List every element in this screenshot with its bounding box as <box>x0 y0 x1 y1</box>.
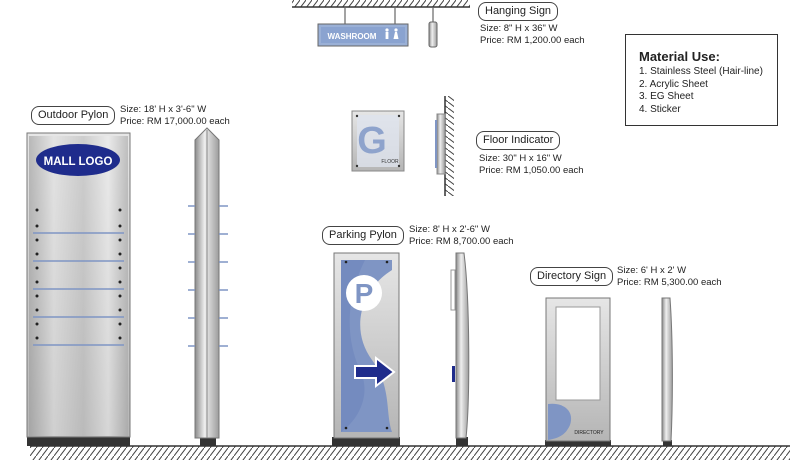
hanging-sign-info: Size: 8" H x 36" W Price: RM 1,200.00 ea… <box>480 23 585 47</box>
material-item: 4. Sticker <box>639 103 681 115</box>
floor-label: FLOOR <box>381 159 399 165</box>
floor-indicator-info: Size: 30" H x 16" W Price: RM 1,050.00 e… <box>479 153 584 177</box>
floor-letter: G <box>357 120 387 162</box>
hanging-sign: WASHROOM <box>317 7 409 47</box>
floor-indicator-front: G FLOOR <box>351 110 405 172</box>
hanging-sign-size: Size: 8" H x 36" W <box>480 23 558 34</box>
mall-logo-text: MALL LOGO <box>44 156 113 168</box>
parking-pylon-front: P <box>332 252 400 446</box>
tenant-panels <box>33 232 124 346</box>
parking-pylon-price: Price: RM 8,700.00 each <box>409 236 514 247</box>
outdoor-pylon-front: MALL LOGO <box>26 132 131 446</box>
floor-indicator-size: Size: 30" H x 16" W <box>479 153 562 164</box>
material-use-title: Material Use: <box>639 49 720 64</box>
directory-sign-front: DIRECTORY <box>545 297 611 446</box>
ground-hatch <box>30 445 790 460</box>
directory-sign-label: Directory Sign <box>530 267 614 286</box>
arrow-right-icon <box>354 355 396 389</box>
material-item: 1. Stainless Steel (Hair-line) <box>639 66 763 77</box>
ceiling-hatch <box>292 0 470 8</box>
wall-hatch <box>444 96 454 196</box>
directory-label: DIRECTORY <box>574 430 604 436</box>
directory-sign-price: Price: RM 5,300.00 each <box>617 277 722 288</box>
floor-indicator-label: Floor Indicator <box>476 131 561 150</box>
outdoor-pylon-label: Outdoor Pylon <box>31 106 116 125</box>
outdoor-pylon-size: Size: 18' H x 3'-6" W <box>120 104 207 115</box>
parking-pylon-size: Size: 8' H x 2'-6" W <box>409 224 490 235</box>
material-use-box: Material Use: 1. Stainless Steel (Hair-l… <box>625 34 778 126</box>
screw-dots <box>35 208 122 340</box>
hanging-sign-side <box>428 7 438 48</box>
parking-pylon-side <box>450 252 470 446</box>
side-panel-edges <box>188 205 228 347</box>
outdoor-pylon-side <box>188 127 228 446</box>
washroom-text: WASHROOM <box>328 32 377 41</box>
hanging-sign-label: Hanging Sign <box>478 2 559 21</box>
floor-indicator-side <box>435 113 446 175</box>
outdoor-pylon-info: Size: 18' H x 3'-6" W Price: RM 17,000.0… <box>120 104 230 128</box>
directory-sign-info: Size: 6' H x 2' W Price: RM 5,300.00 eac… <box>617 265 722 289</box>
directory-sign-side <box>661 297 673 446</box>
parking-pylon-label: Parking Pylon <box>322 226 404 245</box>
material-item: 3. EG Sheet <box>639 91 694 102</box>
parking-p-letter: P <box>355 278 374 309</box>
directory-sign-size: Size: 6' H x 2' W <box>617 265 687 276</box>
restroom-people-icon <box>385 28 399 39</box>
parking-pylon-info: Size: 8' H x 2'-6" W Price: RM 8,700.00 … <box>409 224 514 248</box>
material-item: 2. Acrylic Sheet <box>639 78 708 90</box>
floor-indicator-price: Price: RM 1,050.00 each <box>479 165 584 176</box>
outdoor-pylon-price: Price: RM 17,000.00 each <box>120 116 230 127</box>
hanging-sign-price: Price: RM 1,200.00 each <box>480 35 585 46</box>
